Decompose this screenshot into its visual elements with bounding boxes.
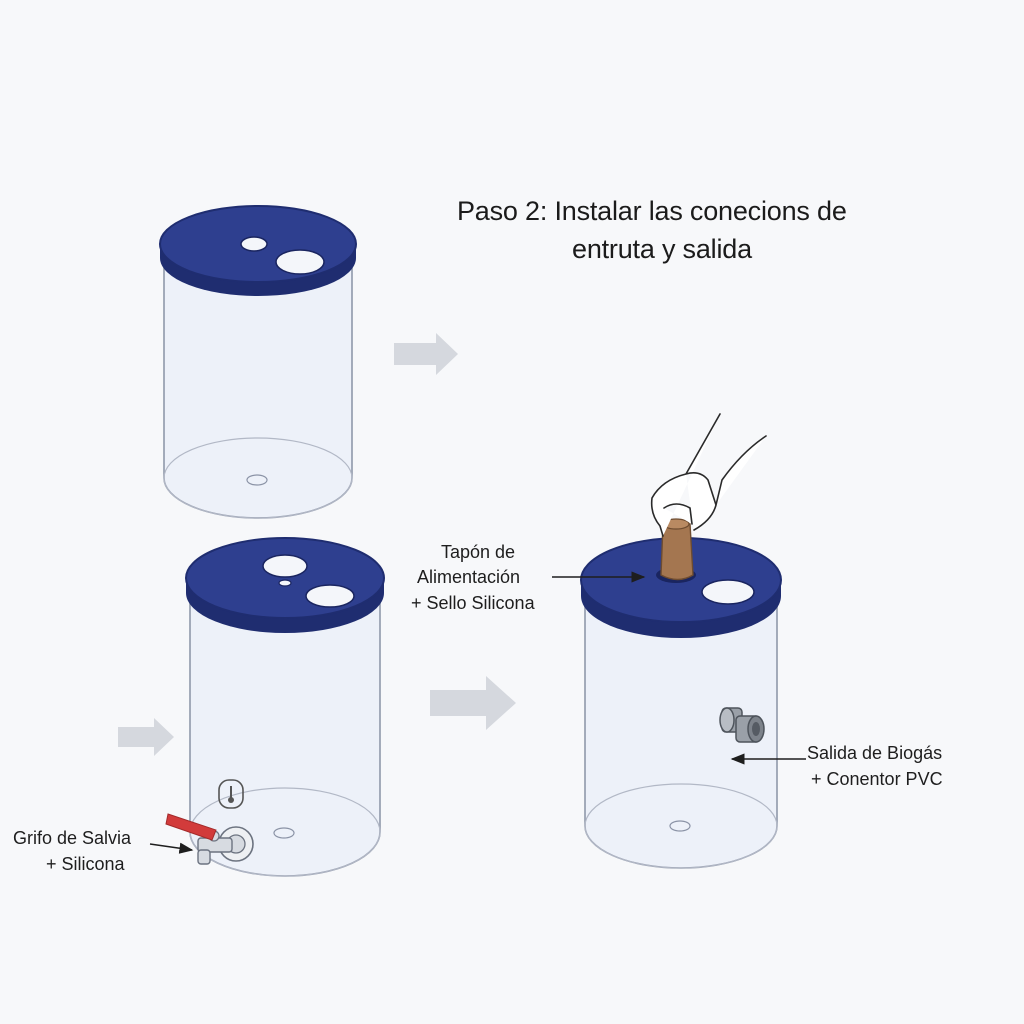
drain-tap-icon (165, 813, 254, 865)
lid-hole-small (240, 236, 268, 252)
level-marker-icon (218, 779, 244, 809)
flow-arrow-3 (430, 676, 516, 730)
container-step-2 (165, 537, 385, 877)
container-bottom (163, 437, 353, 519)
cork-icon (660, 523, 694, 581)
feed-cap-label-line-2: Alimentación (417, 567, 521, 587)
hand-icon (650, 413, 767, 537)
drain-tap-label-line-2: + Silicona (46, 854, 125, 874)
biogas-outlet-label-line-1: Salida de Biogás (807, 743, 943, 763)
container-step-1 (159, 205, 357, 519)
drain-tap-label-line-1: Grifo de Salvia (13, 828, 132, 848)
lid-hole-large (701, 579, 755, 605)
lid-hole-tiny (278, 579, 292, 587)
valve-handle (165, 813, 217, 841)
flow-arrow-1 (394, 333, 458, 375)
feed-cap-label-line-3: + Sello Silicona (411, 593, 535, 613)
page-title-line-1: Paso 2: Instalar las conecions de (457, 196, 847, 226)
lid (185, 537, 385, 619)
biogas-outlet-label-line-2: + Conentor PVC (811, 769, 943, 789)
container-body (163, 262, 353, 519)
container-step-3 (580, 413, 782, 869)
drain-tap-leader (149, 842, 194, 854)
lid-hole-large (275, 249, 325, 275)
container-bottom (584, 783, 778, 869)
drain-hole (246, 474, 268, 486)
biogas-outlet-fitting-icon (719, 707, 765, 743)
feed-cap-label-line-1: Tapón de (441, 542, 516, 562)
lid-hole-small (262, 554, 308, 578)
flow-arrow-2 (118, 718, 174, 756)
drain-hole (273, 827, 295, 839)
lid-hole-large (305, 584, 355, 608)
drain-hole (669, 820, 691, 832)
page-title-line-2: entruta y salida (572, 234, 752, 264)
